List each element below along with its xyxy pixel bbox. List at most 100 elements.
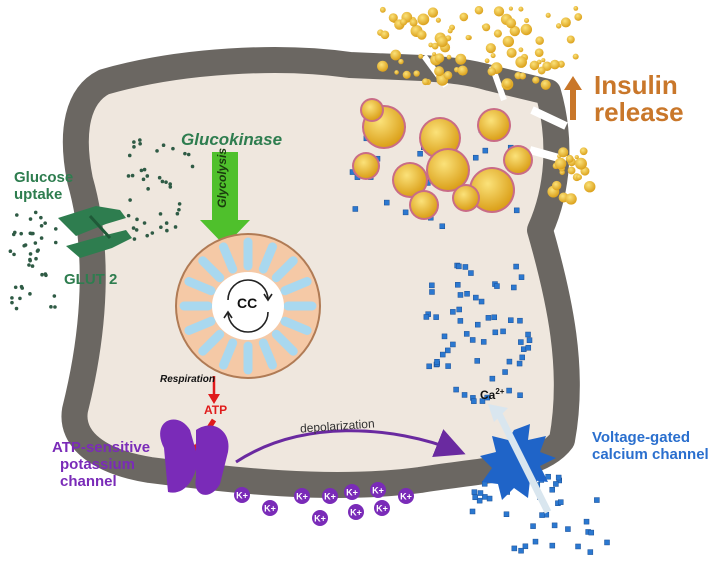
glucose-dot: [177, 202, 182, 206]
calcium-ion: [520, 346, 527, 352]
membrane-exocytosis-gap: [530, 106, 568, 130]
potassium-ion-label: K+: [376, 504, 388, 514]
glucose-dot: [171, 146, 175, 151]
glucose-dot: [10, 300, 14, 305]
glucose-dot: [27, 263, 31, 267]
insulin-release-label: Insulin release: [594, 71, 684, 127]
calcium-ion: [588, 529, 595, 536]
potassium-ion: K+: [294, 488, 310, 504]
calcium-ion: [485, 315, 492, 321]
insulin-granule: [455, 53, 467, 65]
potassium-ion: K+: [312, 510, 328, 526]
vgcc-label: Voltage-gated calcium channel: [592, 429, 709, 464]
potassium-ion-circle: [322, 488, 338, 504]
glucose-dot: [158, 212, 163, 216]
insulin-granule: [515, 56, 527, 68]
glucose-dot: [150, 231, 155, 235]
insulin-vesicle-core: [411, 192, 437, 218]
insulin-granule: [502, 35, 515, 48]
calcium-ion: [484, 394, 490, 401]
potassium-ion-label: K+: [314, 514, 326, 524]
insulin-vesicle-core: [421, 119, 459, 157]
insulin-granule: [566, 35, 575, 44]
voltage-gated-calcium-channel: [480, 404, 556, 514]
insulin-granule: [390, 49, 402, 61]
crista: [271, 329, 298, 356]
insulin-granule: [447, 28, 453, 34]
calcium-ion: [478, 298, 485, 305]
insulin-granule: [524, 17, 530, 24]
insulin-granule: [388, 13, 398, 23]
glucokinase-label: Glucokinase: [181, 130, 283, 149]
glucose-dot: [36, 248, 40, 252]
glucose-dot: [12, 252, 16, 257]
calcium-ion: [402, 209, 409, 216]
insulin-granule: [519, 72, 527, 80]
calcium-ion: [450, 309, 456, 315]
insulin-vesicle-core: [428, 150, 468, 190]
glucose-dot: [30, 264, 35, 268]
glucose-dot: [19, 284, 24, 289]
potassium-ions: K+K+K+K+K+K+K+K+K+K+: [234, 482, 414, 526]
insulin-granule: [490, 53, 496, 59]
glycolysis-arrow: [200, 152, 250, 246]
calcium-ion: [516, 360, 523, 367]
calcium-ion: [539, 512, 545, 518]
potassium-ion: K+: [322, 488, 338, 504]
glucose-dot: [165, 228, 169, 233]
insulin-granule: [457, 65, 468, 76]
glut2-transporter: [58, 206, 132, 258]
calcium-ion: [455, 282, 461, 288]
calcium-ion: [434, 359, 440, 365]
glucose-dot: [190, 164, 195, 169]
glucose-dot: [15, 213, 19, 217]
insulin-granule: [576, 174, 582, 181]
insulin-granule: [413, 70, 420, 77]
potassium-ion-label: K+: [400, 492, 412, 502]
glucose-dot: [10, 296, 14, 300]
insulin-granule: [485, 43, 496, 54]
glucose-dot: [142, 167, 147, 172]
crista: [219, 338, 238, 370]
calcium-ion: [532, 538, 539, 545]
crista: [271, 256, 298, 283]
glucose-dot: [53, 240, 58, 245]
potassium-ion: K+: [370, 482, 386, 498]
insulin-granule: [418, 53, 424, 59]
calcium-ion: [480, 339, 487, 345]
glucose-dot: [39, 236, 44, 240]
calcium-ion: [456, 306, 462, 313]
insulin-granule: [484, 58, 490, 64]
potassium-ion-label: K+: [372, 486, 384, 496]
katp-label: ATP-sensitive potassium channel: [52, 439, 150, 490]
glucose-dot: [43, 221, 47, 225]
calcium-ion: [506, 358, 513, 365]
insulin-granule: [551, 180, 562, 191]
insulin-granule: [505, 17, 517, 29]
insulin-granule: [394, 70, 399, 75]
crista: [198, 256, 225, 283]
insulin-granule: [399, 18, 408, 26]
calcium-ion: [492, 329, 499, 336]
glucose-dot: [28, 217, 33, 221]
insulin-vesicle-core: [362, 100, 382, 120]
intracellular-glucose-dots: [126, 138, 195, 241]
insulin-granule: [435, 17, 441, 23]
calcium-ion: [503, 511, 510, 518]
insulin-granule: [520, 23, 533, 36]
potassium-ion-label: K+: [236, 491, 248, 501]
glucose-dot: [19, 231, 24, 236]
glucose-dot: [126, 213, 131, 218]
calcium-symbol: Ca: [480, 388, 496, 402]
potassium-ion-circle: [398, 488, 414, 504]
crista: [258, 242, 277, 274]
calcium-ion: [473, 294, 479, 301]
katp-channel: [160, 419, 229, 495]
calcium-ion: [433, 314, 439, 320]
calcium-ion: [518, 274, 525, 280]
calcium-ion: [506, 387, 512, 394]
glucose-dot: [138, 141, 142, 146]
atp-label: ATP: [204, 403, 228, 417]
calcium-ion: [518, 547, 524, 554]
calcium-ion: [383, 199, 390, 206]
